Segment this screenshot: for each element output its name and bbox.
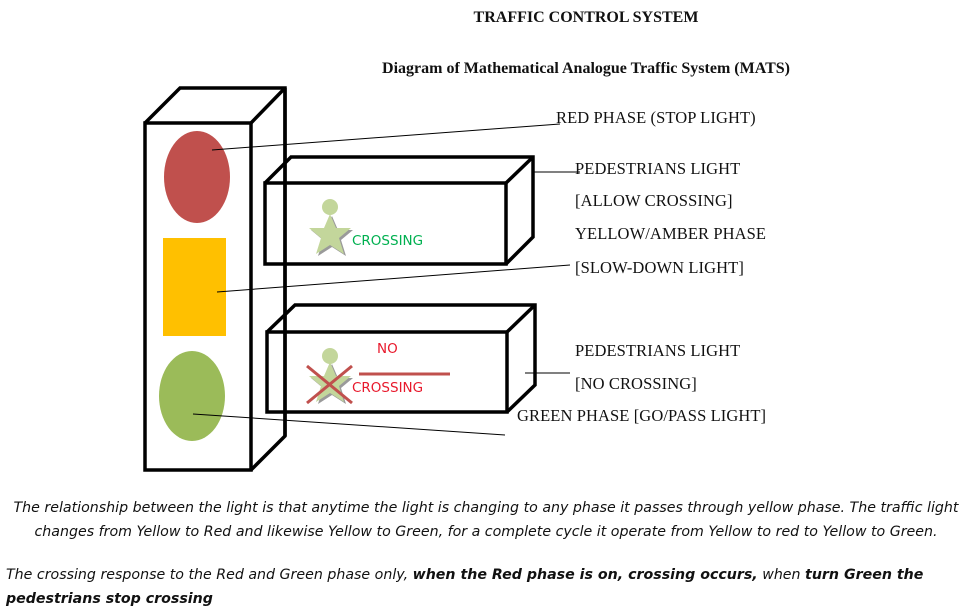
label-ped-deny-2: [NO CROSSING]: [575, 374, 697, 393]
leader-red: [211, 123, 561, 151]
label-ped-deny-1: PEDESTRIANS LIGHT: [575, 341, 741, 360]
label-ped-allow-2: [ALLOW CROSSING]: [575, 191, 733, 210]
document-subtitle: Diagram of Mathematical Analogue Traffic…: [382, 60, 790, 77]
label-green-phase: GREEN PHASE [GO/PASS LIGHT]: [517, 406, 767, 425]
text-run-bold: turn Green the: [805, 567, 924, 583]
housing-top-edge: [249, 86, 287, 125]
label-red-phase: RED PHASE (STOP LIGHT): [556, 108, 756, 127]
pedestrian-box-allow: [263, 155, 535, 266]
text-run-bold: when the Red phase is on, crossing occur…: [412, 567, 758, 583]
red-lamp: [164, 131, 230, 223]
paragraph-relationship: The relationship between the light is th…: [0, 496, 972, 544]
no-text: NO: [377, 341, 398, 357]
text-run: when: [757, 567, 806, 583]
paragraph-crossing: The crossing response to the Red and Gre…: [6, 563, 966, 611]
label-ped-allow-1: PEDESTRIANS LIGHT: [575, 159, 741, 178]
housing-front: [143, 121, 253, 472]
paragraph-line: changes from Yellow to Red and likewise …: [34, 524, 938, 540]
paragraph-line: The crossing response to the Red and Gre…: [6, 563, 966, 587]
no-crossing-text: CROSSING: [352, 380, 423, 396]
document-title: TRAFFIC CONTROL SYSTEM: [473, 9, 699, 26]
text-run: The crossing response to the Red and Gre…: [6, 567, 413, 583]
leader-lines: [192, 123, 580, 436]
paragraph-line: The relationship between the light is th…: [13, 500, 959, 516]
pedestrian-icon: [309, 199, 353, 256]
crossing-text: CROSSING: [352, 233, 423, 249]
paragraph-line: pedestrians stop crossing: [6, 591, 213, 607]
label-yellow-2: [SLOW-DOWN LIGHT]: [575, 258, 744, 277]
pedestrian-crossed-icon: [306, 348, 353, 405]
label-yellow-1: YELLOW/AMBER PHASE: [575, 224, 767, 243]
leader-yellow: [216, 264, 571, 293]
yellow-lamp: [163, 238, 226, 336]
leader-green: [192, 413, 506, 436]
green-lamp: [159, 351, 225, 441]
